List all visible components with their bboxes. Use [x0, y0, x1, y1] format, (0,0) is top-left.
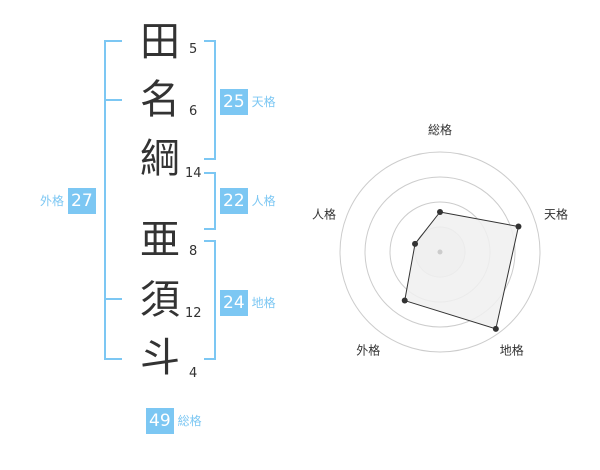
name-char-4: 亜 — [140, 217, 180, 263]
radar-data-points — [401, 209, 522, 332]
radar-axis-label-2: 地格 — [500, 343, 524, 358]
gaikaku-bracket-tick-2 — [104, 298, 122, 300]
radar-axis-label-3: 外格 — [356, 343, 380, 358]
radar-center-dot — [437, 249, 443, 255]
gaikaku-label: 外格 — [40, 194, 65, 208]
stroke-count-1: 5 — [189, 42, 198, 57]
radar-point-3 — [401, 297, 408, 304]
name-char-6: 斗 — [140, 335, 180, 381]
tenkaku-bracket-bottom — [204, 158, 216, 160]
name-char-2: 名 — [140, 77, 180, 123]
jinkaku-bracket-top — [204, 172, 216, 174]
gaikaku-bracket-bottom — [104, 358, 122, 360]
radar-grid-ring-4 — [339, 151, 541, 353]
tenkaku-bracket-vertical — [214, 40, 216, 160]
tenkaku-bracket-top — [204, 40, 216, 42]
stroke-count-2: 6 — [189, 104, 198, 119]
soukaku-value: 49 — [146, 408, 174, 434]
jinkaku-bracket-vertical — [214, 172, 216, 230]
radar-point-4 — [412, 240, 419, 247]
name-char-3: 綱 — [140, 136, 180, 182]
gaikaku-result: 外格 27 — [40, 188, 96, 214]
stroke-count-6: 4 — [189, 366, 198, 381]
gaikaku-value: 27 — [68, 188, 96, 214]
stroke-count-5: 12 — [185, 306, 202, 321]
radar-data-polygon — [404, 211, 520, 330]
tenkaku-label: 天格 — [251, 95, 276, 109]
gaikaku-bracket-top — [104, 40, 122, 42]
jinkaku-label: 人格 — [251, 194, 276, 208]
stroke-count-4: 8 — [189, 244, 198, 259]
jinkaku-bracket-bottom — [204, 228, 216, 230]
radar-point-2 — [492, 325, 499, 332]
jinkaku-result: 22 人格 — [220, 188, 276, 214]
name-char-1: 田 — [140, 19, 180, 65]
chikaku-bracket-vertical — [214, 240, 216, 360]
name-char-5: 須 — [140, 277, 180, 323]
tenkaku-result: 25 天格 — [220, 89, 276, 115]
tenkaku-value: 25 — [220, 89, 248, 115]
chikaku-result: 24 地格 — [220, 290, 276, 316]
radar-axis-label-1: 天格 — [544, 206, 568, 221]
gaikaku-bracket-vertical — [104, 40, 106, 360]
chikaku-bracket-top — [204, 240, 216, 242]
jinkaku-value: 22 — [220, 188, 248, 214]
stroke-count-3: 14 — [185, 166, 202, 181]
soukaku-label: 総格 — [177, 414, 202, 428]
radar-grid-ring-3 — [364, 176, 516, 328]
radar-axis-label-0: 総格 — [428, 122, 452, 137]
chikaku-value: 24 — [220, 290, 248, 316]
gaikaku-bracket-tick-1 — [104, 99, 122, 101]
soukaku-result: 49 総格 — [146, 408, 202, 434]
chikaku-bracket-bottom — [204, 358, 216, 360]
radar-point-0 — [437, 209, 443, 215]
radar-point-1 — [515, 223, 522, 230]
chikaku-label: 地格 — [251, 296, 276, 310]
radar-axis-label-4: 人格 — [312, 206, 336, 221]
